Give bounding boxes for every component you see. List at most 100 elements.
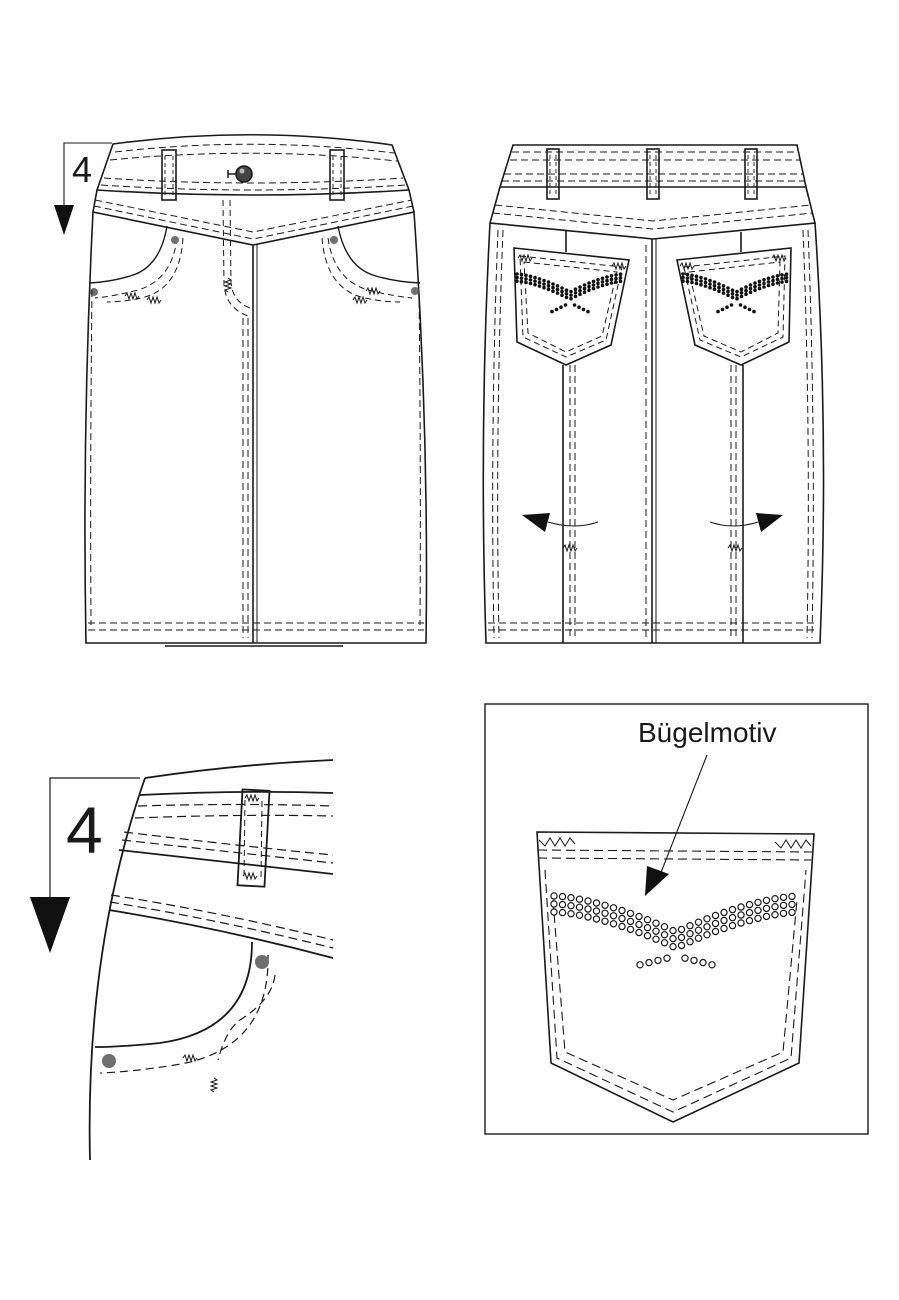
rhinestone xyxy=(784,272,789,277)
rhinestone xyxy=(600,283,605,288)
rhinestone xyxy=(635,928,643,937)
rhinestone xyxy=(550,892,558,900)
rhinestone xyxy=(554,307,559,312)
back-pocket-left xyxy=(513,247,630,366)
rhinestone xyxy=(703,915,711,923)
rhinestone xyxy=(524,280,528,285)
rhinestone xyxy=(748,290,753,295)
rhinestone xyxy=(618,279,623,284)
rhinestone xyxy=(771,282,775,287)
rhinestone xyxy=(573,294,578,299)
rhinestone xyxy=(775,274,780,278)
rhinestone xyxy=(573,287,578,292)
down-arrow-icon xyxy=(30,897,70,953)
appliqué-callout-panel: Bügelmotiv xyxy=(484,703,869,1135)
rhinestone xyxy=(728,913,737,922)
rhinestone xyxy=(703,277,708,281)
rhinestone xyxy=(745,916,754,925)
rhinestone xyxy=(528,274,533,279)
rhinestone xyxy=(744,288,748,293)
rhinestone xyxy=(712,283,717,288)
rhinestone xyxy=(735,289,739,294)
rhinestone xyxy=(537,280,542,285)
rhinestone xyxy=(609,274,614,278)
rhinestone xyxy=(528,281,533,286)
rhinestone xyxy=(708,282,712,286)
rhinestone xyxy=(717,289,721,294)
rhinestone xyxy=(618,922,626,931)
rhinestone xyxy=(564,295,569,300)
rhinestone xyxy=(546,280,551,284)
rhinestone xyxy=(745,908,754,917)
rhinestone xyxy=(533,279,537,283)
rhinestone xyxy=(515,275,519,280)
rhinestone xyxy=(784,279,789,284)
skirt-back-view xyxy=(482,144,825,644)
rhinestone xyxy=(771,903,779,911)
rhinestone xyxy=(771,911,779,919)
rhinestone xyxy=(660,939,669,947)
rhinestone xyxy=(694,278,699,282)
rhinestone xyxy=(626,917,635,926)
rhinestone xyxy=(587,281,591,285)
rhinestone xyxy=(677,933,686,942)
rhinestone xyxy=(739,291,744,295)
rhinestone xyxy=(703,284,708,288)
rhinestone xyxy=(550,900,558,908)
rhinestone xyxy=(780,273,784,277)
rhinestone xyxy=(721,287,726,292)
rhinestone xyxy=(563,303,568,307)
rhinestone xyxy=(780,276,784,281)
rhinestone xyxy=(721,291,726,295)
rhinestone xyxy=(699,279,703,283)
rhinestone xyxy=(779,901,788,910)
rhinestone xyxy=(614,273,618,277)
rhinestone xyxy=(762,278,766,282)
rhinestone xyxy=(686,938,694,946)
rhinestone xyxy=(686,930,694,938)
callout-label: Bügelmotiv xyxy=(638,717,777,748)
rhinestone xyxy=(626,925,635,934)
rhinestone xyxy=(762,896,771,905)
rhinestone xyxy=(560,289,564,294)
skirt-front-view: 4 xyxy=(54,133,428,647)
rhinestone xyxy=(596,285,600,289)
rhinestone xyxy=(762,281,766,286)
rhinestone xyxy=(694,918,703,926)
rhinestone xyxy=(575,903,584,911)
rivet-icon xyxy=(255,955,269,969)
rhinestone xyxy=(584,913,592,921)
rhinestone xyxy=(533,282,537,287)
rhinestone xyxy=(591,283,596,287)
belt-loop xyxy=(546,148,560,200)
rhinestone xyxy=(788,900,796,909)
rhinestone xyxy=(754,898,762,907)
rhinestone xyxy=(753,284,757,289)
rhinestone xyxy=(686,922,694,930)
rhinestone xyxy=(636,961,644,969)
rhinestone xyxy=(730,288,735,293)
rhinestone xyxy=(618,914,626,923)
belt-loop xyxy=(329,149,345,201)
down-arrow-icon xyxy=(645,866,669,896)
rhinestone xyxy=(524,277,528,281)
rhinestone xyxy=(519,272,524,277)
rhinestone xyxy=(677,925,686,934)
rhinestone xyxy=(743,305,747,310)
rhinestone xyxy=(575,911,584,919)
rhinestone xyxy=(681,279,685,284)
rhinestone xyxy=(609,920,618,928)
rhinestone xyxy=(582,290,587,295)
rhinestone xyxy=(717,282,721,286)
belt-loop xyxy=(236,788,271,888)
rhinestone xyxy=(551,282,555,286)
rhinestone xyxy=(660,923,669,931)
rhinestone xyxy=(596,278,600,282)
rhinestone xyxy=(744,292,748,297)
rhinestone xyxy=(609,277,614,282)
rhinestone xyxy=(771,275,775,279)
step-number-detail: 4 xyxy=(66,793,103,867)
rhinestone xyxy=(708,278,712,283)
rhinestone xyxy=(753,281,757,285)
rhinestone xyxy=(643,932,652,940)
